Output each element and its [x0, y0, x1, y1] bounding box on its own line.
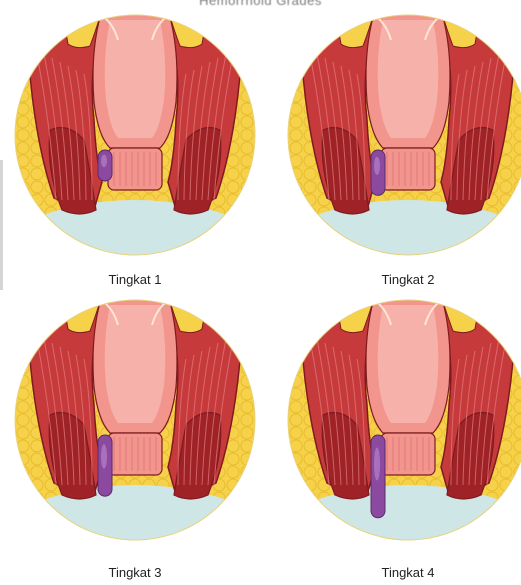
anal-canal — [381, 433, 435, 475]
anal-canal — [108, 433, 162, 475]
anal-canal-illustration-4 — [283, 295, 521, 545]
rectal-lumen-highlight — [378, 305, 439, 423]
rectal-lumen-highlight — [105, 305, 166, 423]
grade-label-1: Tingkat 1 — [10, 272, 260, 287]
anal-canal-illustration-2 — [283, 10, 521, 260]
anal-canal-illustration-1 — [10, 10, 260, 260]
hemorrhoid-highlight — [374, 447, 380, 480]
page-title: Hemorrhoid Grades — [0, 0, 521, 8]
grade-label-4: Tingkat 4 — [283, 565, 521, 580]
anal-canal-illustration-3 — [10, 295, 260, 545]
grade-label-2: Tingkat 2 — [283, 272, 521, 287]
grade-label-3: Tingkat 3 — [10, 565, 260, 580]
grade-panel-2: Tingkat 2 — [283, 10, 521, 300]
grade-panel-1: Tingkat 1 — [10, 10, 260, 300]
hemorrhoid-highlight — [101, 444, 107, 468]
anal-canal — [108, 148, 162, 190]
grade-panel-4: Tingkat 4 — [283, 295, 521, 585]
anal-canal — [381, 148, 435, 190]
rectal-lumen-highlight — [378, 20, 439, 138]
grade-panel-3: Tingkat 3 — [10, 295, 260, 585]
hemorrhoid-highlight — [101, 155, 107, 167]
left-edge-mark — [0, 160, 3, 290]
rectal-lumen-highlight — [105, 20, 166, 138]
hemorrhoid-highlight — [374, 157, 380, 175]
